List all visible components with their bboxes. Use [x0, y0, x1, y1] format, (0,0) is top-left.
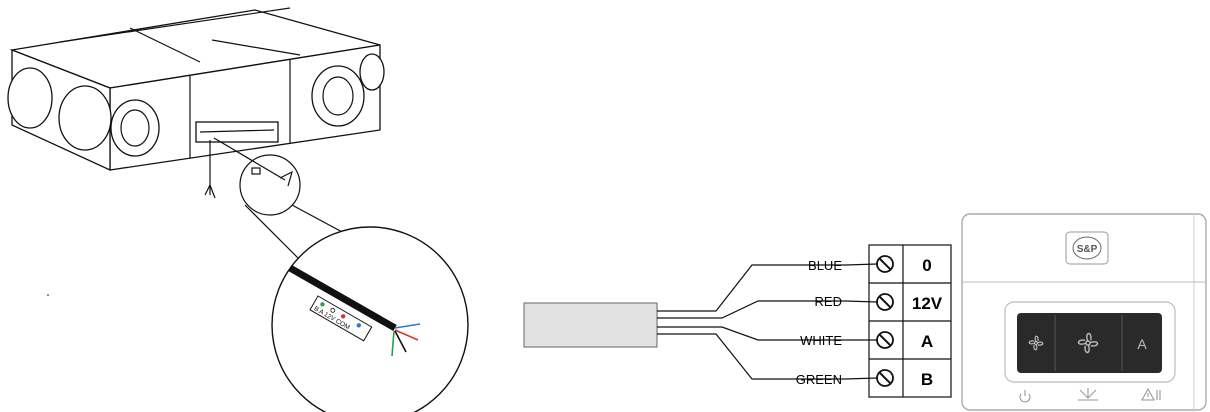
cable-connector-small	[251, 167, 261, 175]
duct-left-front	[58, 85, 112, 151]
stray-mark	[47, 294, 49, 296]
terminal-screw	[876, 293, 894, 311]
duct-left-rear	[7, 67, 53, 129]
wiring-diagram: BLUE RED WHITE GREEN 0 12V	[523, 244, 952, 398]
auto-mode-button[interactable]: A	[1123, 314, 1161, 372]
wire-white	[657, 326, 846, 341]
brand-logo-text: S&P	[1077, 244, 1098, 255]
terminal-screw	[876, 255, 894, 273]
terminal-screw	[876, 369, 894, 387]
fan-large-icon	[1077, 332, 1099, 354]
wire-label-white: WHITE	[800, 333, 842, 348]
duct-right-rear	[359, 53, 385, 91]
boost-icon	[1078, 388, 1098, 401]
wire-label-blue: BLUE	[808, 258, 842, 273]
terminal-label-a: A	[921, 332, 933, 351]
control-panel: S&P	[961, 213, 1207, 411]
ventilation-unit	[7, 7, 385, 199]
wire-end-red	[394, 329, 419, 341]
wire-red	[657, 300, 846, 319]
duct-front-right-inner	[322, 76, 354, 116]
cable-thick	[288, 264, 397, 332]
cable-box	[195, 121, 279, 143]
connector-dot-empty	[330, 307, 336, 313]
duct-front-left	[110, 99, 160, 157]
zoom-detail: B A 12V COM	[271, 226, 469, 412]
fan-small-icon	[1028, 335, 1044, 351]
wire-label-green: GREEN	[796, 372, 842, 387]
unit-top-panel-line	[129, 27, 201, 63]
cable-to-zoom	[213, 137, 286, 181]
cable-end-frayed	[279, 170, 293, 187]
brand-logo-oval	[1072, 236, 1102, 260]
connector-dot-blue	[356, 323, 362, 328]
wire-to-screw	[845, 263, 878, 266]
zoom-leader-line	[244, 204, 301, 261]
wire-green	[657, 333, 846, 380]
wire-to-screw	[845, 377, 878, 380]
wire-to-screw	[845, 300, 878, 303]
cable-sheath	[523, 302, 658, 348]
wire-blue	[657, 264, 846, 312]
wire-end-white	[394, 330, 407, 353]
connector-label-plate	[309, 295, 373, 342]
unit-top-seam	[59, 7, 291, 43]
terminal-label-12v: 12V	[912, 294, 943, 313]
zoom-detail-circle	[271, 226, 469, 412]
warning-filter-icon	[1141, 387, 1161, 401]
unit-top-panel-line	[211, 39, 301, 56]
terminal-label-0: 0	[922, 256, 931, 275]
duct-front-right	[311, 65, 365, 127]
cable-box-line	[199, 129, 275, 133]
connector-dot-red	[341, 314, 346, 319]
duct-front-left-inner	[120, 109, 150, 147]
fan-speed-high-button[interactable]	[1056, 314, 1121, 372]
terminal-label-b: B	[921, 370, 933, 389]
cable-end-frayed	[204, 183, 216, 199]
zoom-source-circle	[239, 154, 301, 216]
power-icon	[1019, 390, 1031, 403]
wire-label-red: RED	[815, 294, 842, 309]
brand-logo	[1065, 231, 1109, 265]
wire-end-blue	[394, 323, 421, 329]
connector-dot-green	[320, 302, 325, 307]
auto-mode-icon: A	[1137, 336, 1147, 352]
fan-speed-low-button[interactable]	[1018, 314, 1054, 372]
terminal-screw	[876, 331, 894, 349]
wire-end-green	[391, 330, 395, 357]
